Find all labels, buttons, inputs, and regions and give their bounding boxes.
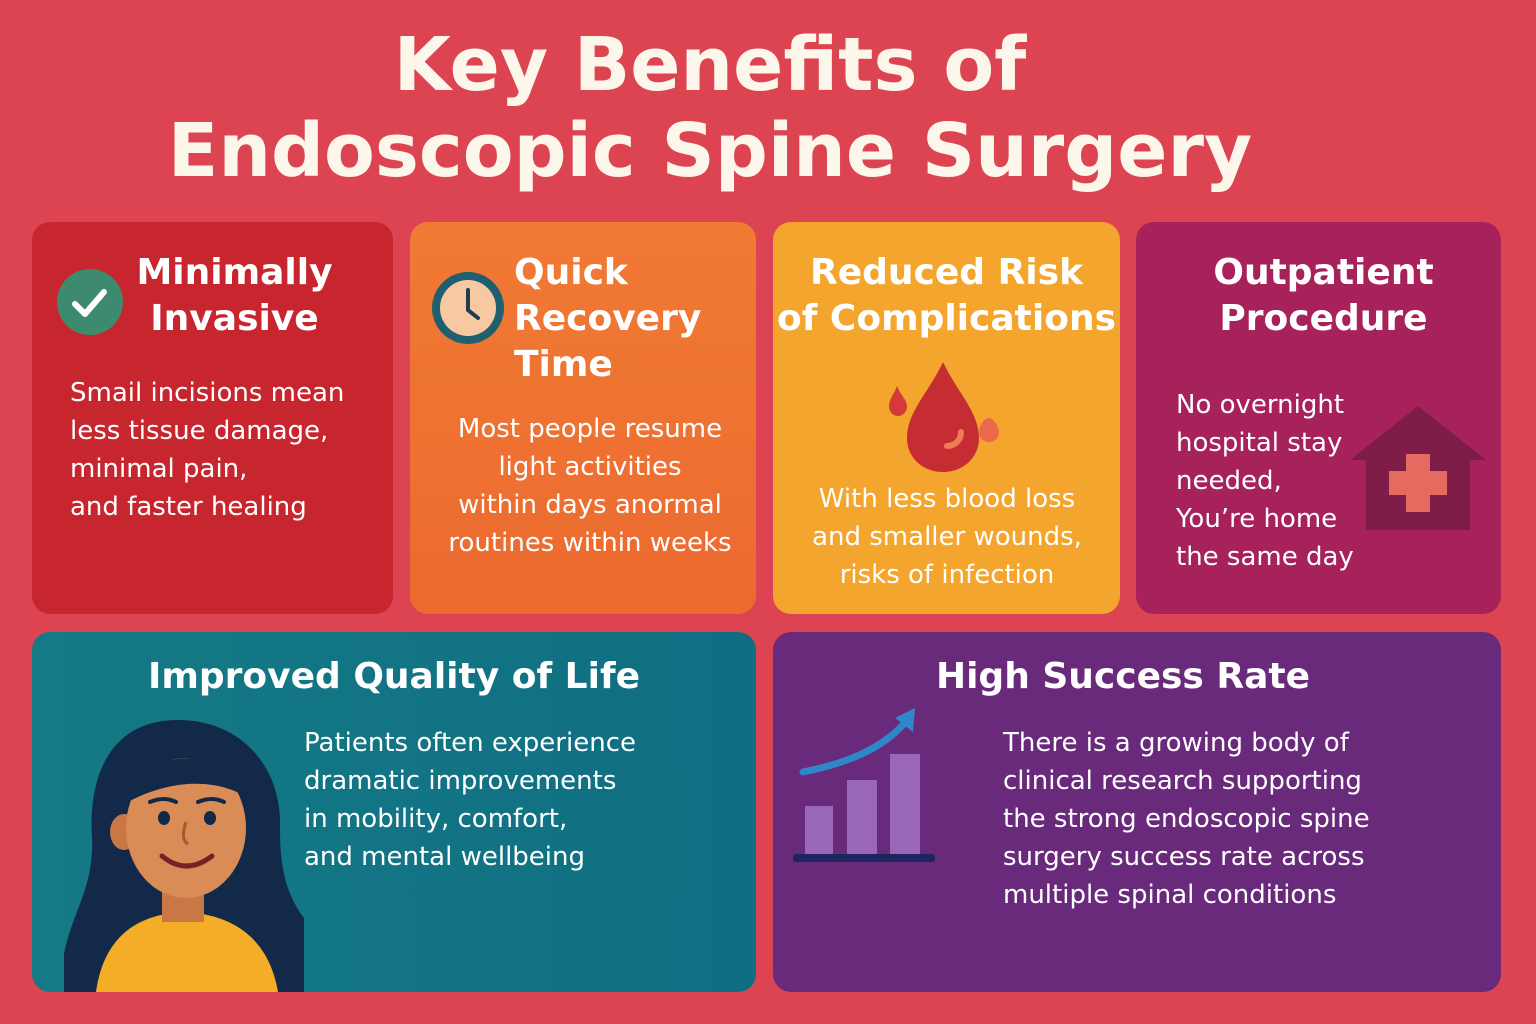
- bar-chart-arrow-icon: [793, 708, 935, 862]
- clock-icon: [432, 272, 504, 344]
- hospital-house-icon: [1350, 406, 1486, 530]
- smiling-woman-illustration: [64, 720, 304, 992]
- card-heading: Outpatient Procedure: [1213, 252, 1434, 339]
- check-circle-icon: [57, 269, 123, 335]
- card-heading: Improved Quality of Life: [147, 656, 641, 697]
- title-line-2: Endoscopic Spine Surgery: [167, 108, 1253, 194]
- card-minimally-invasive: Minimally Invasive Smail incisions mean …: [32, 222, 393, 614]
- card-body: Most people resume light activities with…: [448, 414, 732, 558]
- page-title: Key Benefits of Endoscopic Spine Surgery: [0, 22, 1420, 194]
- card-heading: Quick Recovery Time: [514, 252, 702, 385]
- card-high-success: High Success Rate There is a growing bod…: [773, 632, 1501, 992]
- blood-drop-icon: [889, 362, 999, 472]
- card-heading: Minimally Invasive: [136, 252, 333, 339]
- card-body: There is a growing body of clinical rese…: [1003, 728, 1370, 910]
- title-line-1: Key Benefits of: [393, 22, 1027, 108]
- card-body: With less blood loss and smaller wounds,…: [812, 484, 1082, 590]
- card-heading: High Success Rate: [935, 656, 1311, 697]
- card-reduced-risk: Reduced Risk of Complications With less …: [773, 222, 1120, 614]
- card-quick-recovery: Quick Recovery Time Most people resume l…: [410, 222, 756, 614]
- card-outpatient: Outpatient Procedure No overnight hospit…: [1136, 222, 1501, 614]
- card-body: Smail incisions mean less tissue damage,…: [70, 378, 345, 522]
- card-quality-of-life: Improved Quality of Life Patients often …: [32, 632, 756, 992]
- card-body: Patients often experience dramatic impro…: [304, 728, 636, 872]
- card-heading: Reduced Risk of Complications: [776, 252, 1116, 339]
- card-body: No overnight hospital stay needed, You’r…: [1176, 390, 1354, 572]
